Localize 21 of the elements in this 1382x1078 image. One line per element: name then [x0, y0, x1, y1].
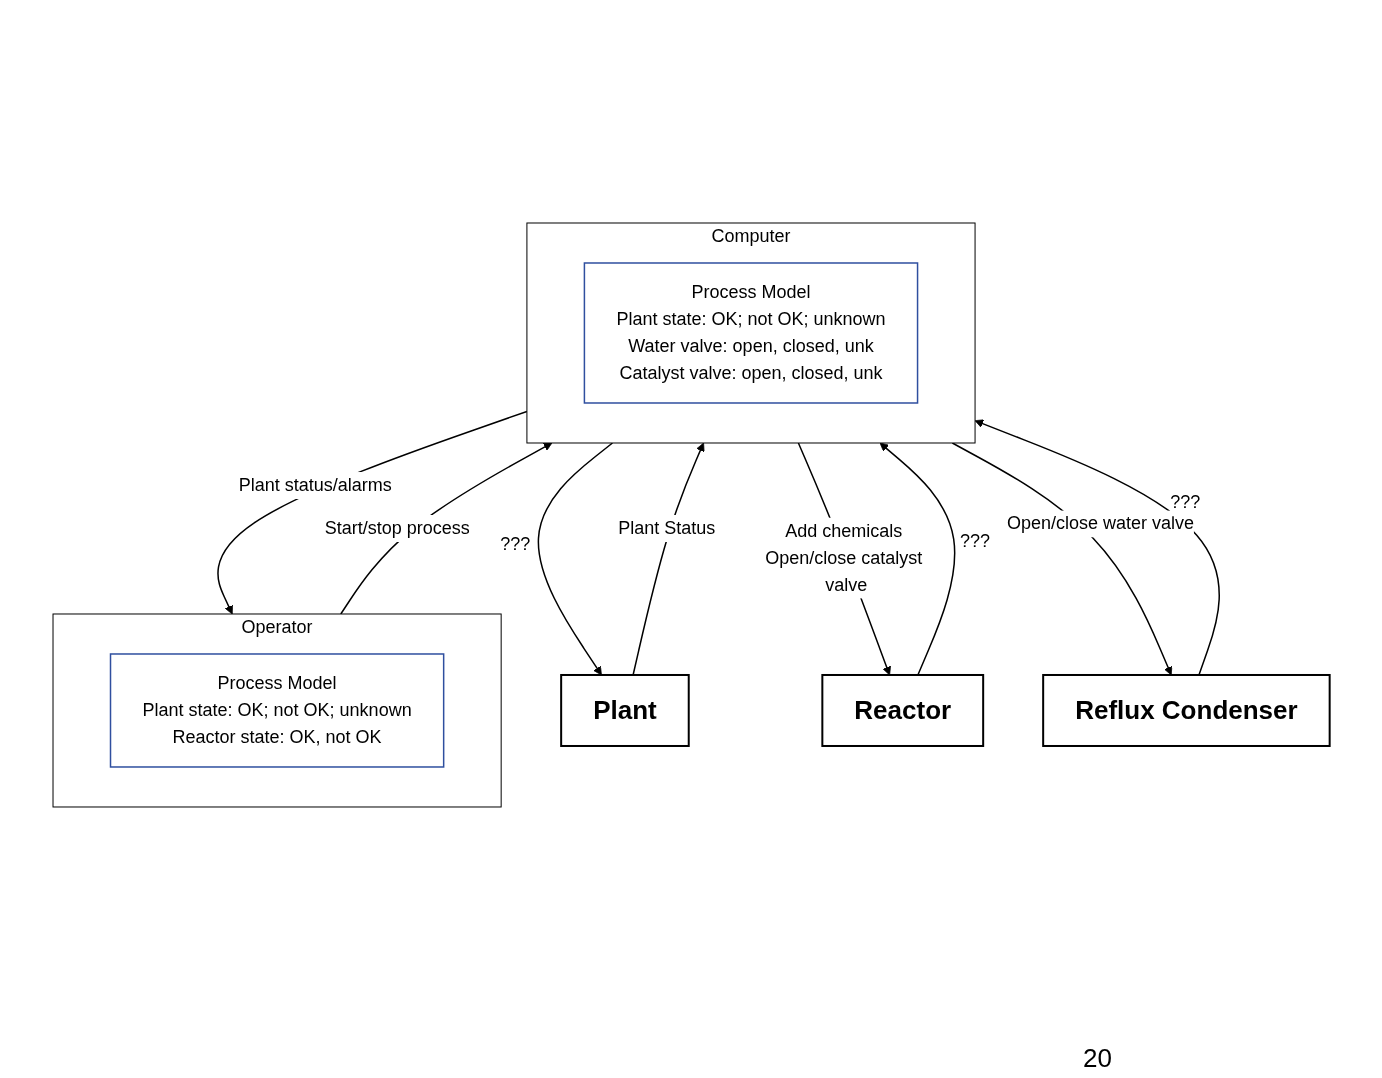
edge-label: ???: [499, 533, 530, 554]
node-box: Process Model Plant state: OK; not OK; unknown Water valve: open, closed, unk Catalyst valve: open, closed, unk: [583, 262, 918, 404]
arrow: [879, 442, 955, 676]
edge-label: ???: [959, 530, 990, 551]
arrow: [537, 442, 613, 676]
edge-label: Start/stop process: [324, 517, 470, 538]
node-box: Plant: [559, 674, 690, 747]
edge-label: Open/close water valve: [1006, 513, 1194, 534]
edge-label: Plant Status: [617, 517, 715, 538]
edge-label: ???: [1169, 492, 1200, 513]
arrow: [951, 442, 1172, 676]
node-box: Reflux Condenser: [1041, 674, 1331, 747]
arrow: [632, 442, 705, 676]
node-box: Reactor: [821, 674, 984, 747]
edge-label: Add chemicals Open/close catalyst valve: [764, 520, 922, 595]
arrow: [339, 442, 552, 615]
arrow: [216, 410, 528, 615]
page-number: 20: [1083, 1043, 1112, 1073]
edge-label: Plant status/alarms: [238, 475, 392, 496]
arrow: [974, 419, 1220, 676]
node-box: Process Model Plant state: OK; not OK; unknown Reactor state: OK, not OK: [109, 653, 445, 768]
